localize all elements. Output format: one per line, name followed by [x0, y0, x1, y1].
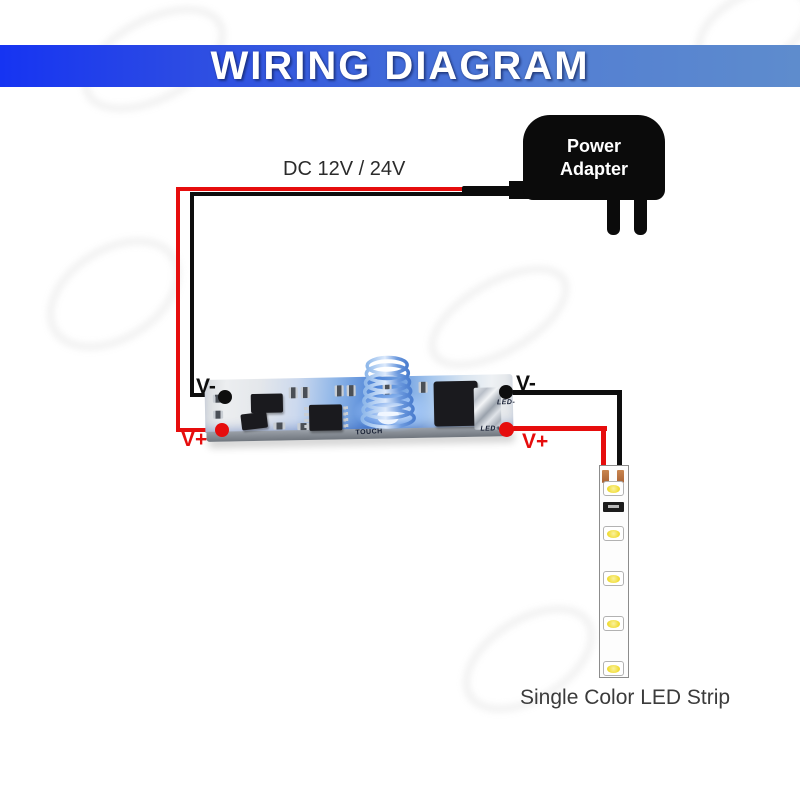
transistor [240, 411, 269, 431]
wire-negative-top-horizontal [190, 192, 466, 196]
terminal-dot-positive-right [499, 422, 514, 437]
wire-positive-right-vertical [601, 426, 606, 472]
terminal-label-vplus-right: V+ [522, 430, 549, 453]
strip-solder-pad-positive [602, 470, 609, 483]
led-chip [603, 661, 624, 676]
power-adapter: Power Adapter [523, 115, 665, 200]
terminal-dot-negative-right [499, 385, 513, 399]
led-strip-caption: Single Color LED Strip [520, 686, 731, 709]
touch-spring-coil [360, 355, 416, 429]
smd-component [418, 381, 428, 393]
ic-pins [342, 406, 349, 429]
power-adapter-label-line1: Power [566, 136, 622, 156]
wire-positive-right-horizontal [504, 426, 607, 431]
watermark-squiggle [442, 582, 616, 736]
page-title: WIRING DIAGRAM [210, 43, 590, 88]
heatsink-metal [473, 387, 502, 430]
title-banner: WIRING DIAGRAM [0, 43, 800, 88]
strip-solder-pad-negative [617, 470, 624, 483]
terminal-dot-negative-left [218, 390, 232, 404]
smd-component [334, 385, 344, 397]
wire-positive-top-horizontal [176, 187, 466, 191]
mosfet-chip [433, 380, 479, 427]
terminal-label-vminus-left: V- [196, 375, 216, 398]
touch-dimmer-controller-board: TOUCH LED- LED+ [204, 355, 516, 442]
smd-component [213, 410, 224, 419]
smd-component [273, 422, 286, 430]
soic-chip [308, 404, 343, 431]
led-chip [603, 481, 624, 496]
wire-negative-left-vertical [190, 192, 194, 397]
led-chip [603, 616, 624, 631]
smd-component [300, 386, 310, 399]
adapter-prong-right [634, 198, 647, 235]
adapter-prong-left [607, 198, 620, 235]
board-print-led-minus: LED- [496, 398, 516, 407]
led-chip [603, 571, 624, 586]
adapter-cable [462, 186, 514, 196]
led-strip-body [599, 465, 629, 678]
terminal-label-vminus-right: V- [516, 372, 536, 395]
wire-negative-right-horizontal [504, 390, 622, 395]
led-chip [603, 526, 624, 541]
wire-negative-right-vertical [617, 390, 622, 472]
terminal-label-vplus-left: V+ [181, 428, 208, 451]
smd-component [288, 387, 298, 399]
smd-component [346, 385, 356, 397]
wire-positive-left-vertical [176, 187, 180, 432]
power-adapter-label-line2: Adapter [559, 158, 628, 179]
strip-resistor [603, 502, 624, 512]
terminal-dot-positive-left [215, 423, 229, 437]
wire-positive-left-stub [176, 428, 220, 432]
watermark-squiggle [411, 243, 587, 391]
supply-voltage-label: DC 12V / 24V [283, 158, 406, 180]
board-print-led-plus: LED+ [480, 425, 501, 433]
ic-chip [250, 393, 284, 414]
